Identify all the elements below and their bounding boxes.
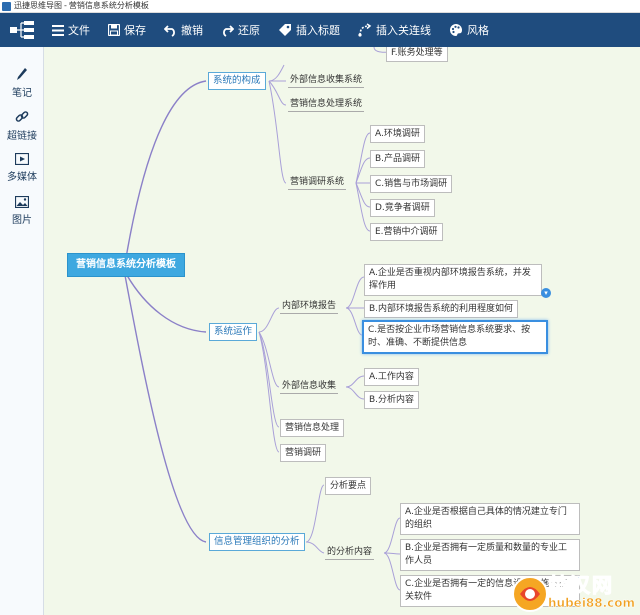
style-label: 风格 [467, 24, 489, 37]
watermark-title: 楚汉网 [548, 573, 614, 598]
mindmap-node-internal-a[interactable]: A.企业是否重视内部环境报告系统，并发挥作用 [364, 264, 542, 296]
app-logo-icon [2, 1, 11, 11]
mindmap-node-marketing-processing[interactable]: 营销信息处理系统 [288, 97, 365, 112]
menu-icon [52, 24, 64, 36]
mindmap-node-product-research[interactable]: B.产品调研 [370, 150, 426, 168]
mindmap-node-internal-b[interactable]: B.内部环境报告系统的利用程度如何 [364, 300, 519, 318]
palette-icon [450, 24, 462, 36]
multimedia-tool[interactable]: 多媒体 [0, 153, 44, 183]
mindmap-node-research[interactable]: 营销调研 [280, 444, 327, 462]
title-separator: - [64, 1, 67, 10]
save-button[interactable]: 保存 [100, 13, 156, 47]
mindmap-branch-info-management[interactable]: 信息管理组织的分析 [209, 533, 305, 551]
save-label: 保存 [124, 24, 146, 37]
mindmap-node-external-b[interactable]: B.分析内容 [364, 391, 420, 409]
pen-icon [17, 68, 27, 80]
mindmap-node-env-research[interactable]: A.环境调研 [370, 125, 425, 143]
connector-lines [123, 47, 401, 591]
mindmap-node-key-points[interactable]: 分析要点 [325, 477, 372, 495]
redo-label: 还原 [238, 24, 260, 37]
undo-button[interactable]: 撤销 [156, 13, 213, 47]
mindmap-node-analysis-a[interactable]: A.企业是否根据自己具体的情况建立专门的组织 [400, 503, 580, 535]
image-icon [15, 196, 29, 208]
collapse-toggle-icon[interactable]: ▾ [541, 288, 551, 298]
redo-button[interactable]: 还原 [213, 13, 270, 47]
save-icon [108, 24, 120, 36]
mindmap-node-internal-report[interactable]: 内部环境报告 [280, 299, 339, 314]
mindmap-node-intermediary-research[interactable]: E.营销中介调研 [370, 223, 443, 241]
note-tool[interactable]: 笔记 [0, 67, 44, 99]
insert-link-text: 插入关连线 [376, 24, 431, 37]
mindmap-node-analysis-c[interactable]: C.企业是否拥有一定的信息设备设施与相关软件 [400, 575, 580, 607]
watermark-logo-icon [512, 576, 548, 612]
insert-link-button[interactable]: 插入关连线 [350, 13, 441, 47]
mindmap-branch-system-composition[interactable]: 系统的构成 [208, 72, 266, 90]
insert-label-button[interactable]: 插入标题 [270, 13, 350, 47]
undo-icon [164, 24, 175, 37]
mindmap-branch-system-operation[interactable]: 系统运作 [209, 323, 258, 341]
watermark-url: hubei88.com [548, 596, 636, 611]
undo-label: 撤销 [181, 24, 203, 37]
insert-label-text: 插入标题 [296, 24, 340, 37]
mindmap-node-analysis-b[interactable]: B.企业是否拥有一定质量和数量的专业工作人员 [400, 539, 580, 571]
mindmap-node-marketing-research[interactable]: 营销调研系统 [288, 175, 347, 190]
left-sidebar: 笔记 超链接 多媒体 图片 [0, 47, 44, 615]
mindmap-node-info-processing[interactable]: 营销信息处理 [280, 419, 345, 437]
mindmap-node-external-a[interactable]: A.工作内容 [364, 368, 419, 386]
mindmap-canvas[interactable]: F.账务处理等 营销信息系统分析模板 系统的构成 外部信息收集系统 营销信息处理… [44, 47, 640, 615]
mindmap-node-accounting[interactable]: F.账务处理等 [386, 47, 448, 62]
multimedia-label: 多媒体 [7, 172, 37, 183]
relation-line-icon [358, 23, 372, 37]
mindmap-node-external-info[interactable]: 外部信息收集 [280, 379, 339, 394]
hyperlink-label: 超链接 [7, 131, 37, 142]
main-toolbar: 文件 保存 撤销 还原 插入标题 插入关连线 风格 [0, 13, 640, 47]
note-label: 笔记 [12, 88, 32, 99]
redo-icon [223, 24, 234, 37]
document-name: 营销信息系统分析模板 [68, 1, 149, 10]
mindmap-node-analysis-content[interactable]: 的分析内容 [325, 545, 375, 560]
app-name: 迅捷思维导图 [14, 1, 62, 10]
style-button[interactable]: 风格 [441, 13, 499, 47]
image-label: 图片 [12, 215, 32, 226]
mindmap-node-competitor-research[interactable]: D.竞争者调研 [370, 199, 435, 217]
file-menu-button[interactable]: 文件 [44, 13, 100, 47]
mindmap-node-internal-c-selected[interactable]: C.是否按企业市场营销信息系统要求、按时、准确、不断提供信息 [362, 320, 548, 354]
file-label: 文件 [68, 24, 90, 37]
mindmap-logo-icon[interactable] [0, 13, 44, 47]
mindmap-node-external-collection[interactable]: 外部信息收集系统 [288, 73, 365, 88]
link-icon [15, 111, 29, 122]
image-tool[interactable]: 图片 [0, 196, 44, 226]
video-icon [15, 153, 29, 165]
tag-icon [279, 24, 291, 36]
title-bar: 迅捷思维导图 - 营销信息系统分析模板 [0, 0, 640, 13]
mindmap-root-node[interactable]: 营销信息系统分析模板 [67, 253, 185, 277]
mindmap-node-sales-research[interactable]: C.销售与市场调研 [370, 175, 453, 193]
hyperlink-tool[interactable]: 超链接 [0, 110, 44, 142]
